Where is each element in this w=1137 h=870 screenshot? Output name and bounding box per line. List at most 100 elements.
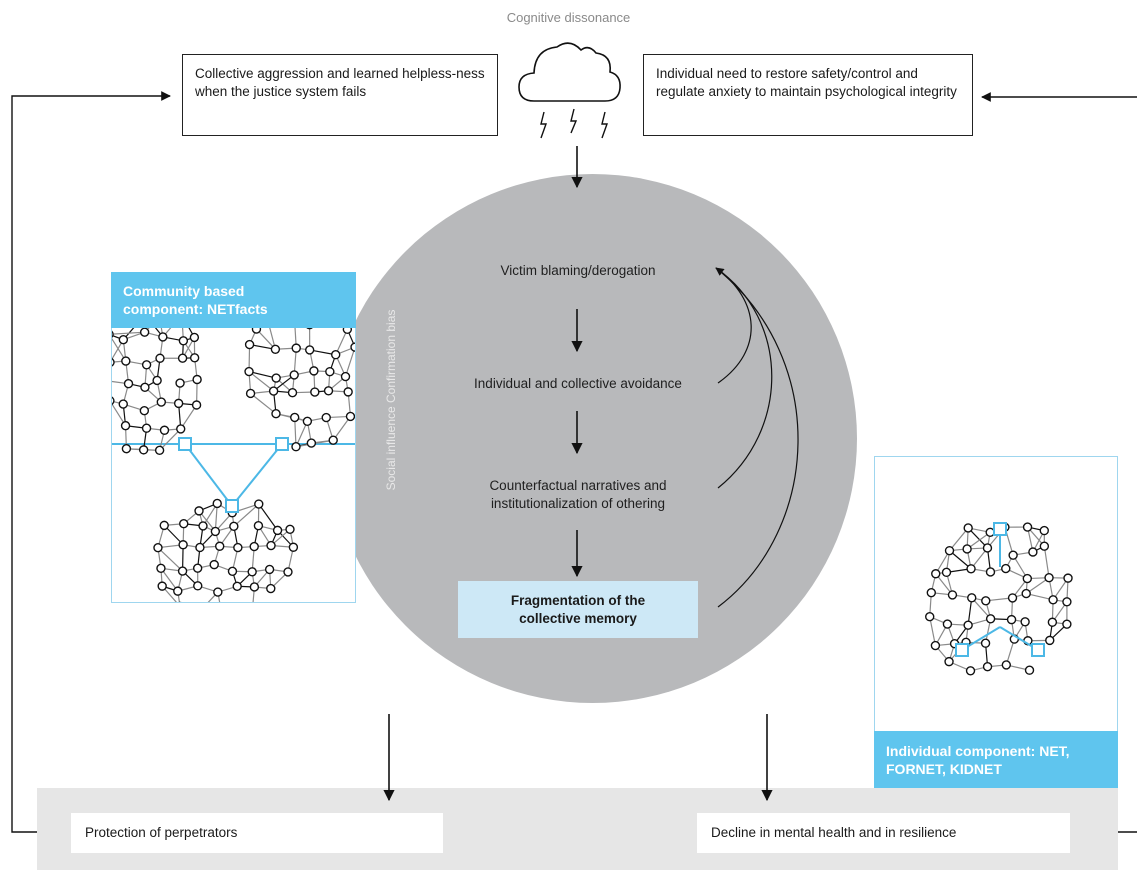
fragmentation-box: Fragmentation of the collective memory (458, 581, 698, 638)
network-link (231, 443, 283, 507)
step-victim-blaming: Victim blaming/derogation (500, 263, 656, 278)
network-node (229, 521, 239, 532)
network-node (1006, 614, 1017, 625)
decline-text: Decline in mental health and in resilien… (711, 825, 957, 840)
network-node (981, 596, 991, 606)
network-node (249, 541, 259, 552)
network-node (266, 540, 276, 551)
network-node (944, 656, 954, 667)
network-node (253, 521, 264, 531)
network-node (141, 360, 152, 370)
network-node (288, 542, 299, 552)
network-node (177, 353, 188, 363)
network-edge (112, 331, 145, 335)
decline-box: Decline in mental health and in resilien… (697, 813, 1070, 853)
network-node (982, 543, 993, 553)
network-node (245, 388, 256, 399)
step-avoidance: Individual and collective avoidance (474, 376, 682, 391)
network-edge (160, 567, 179, 592)
network-node (343, 387, 353, 397)
network-node (963, 523, 973, 533)
network-node (112, 330, 114, 339)
network-node (1047, 617, 1058, 627)
network-node (285, 524, 295, 534)
network-hub (275, 437, 289, 451)
network-node (942, 619, 953, 629)
network-node (930, 640, 941, 651)
network-node (1001, 660, 1012, 670)
network-node (328, 435, 338, 445)
network-node (159, 425, 170, 435)
left-top-box: Collective aggression and learned helple… (182, 54, 498, 136)
network-node (112, 358, 115, 367)
individual-component-title-text: Individual component: NET, FORNET, KIDNE… (886, 742, 1070, 777)
network-node (941, 567, 952, 578)
network-node (271, 373, 281, 383)
network-node (1062, 597, 1072, 607)
step-counterfactual: Counterfactual narratives and institutio… (489, 478, 667, 511)
network-node (291, 343, 301, 353)
network-node (233, 542, 243, 553)
network-node (1001, 563, 1011, 574)
network-node (291, 442, 301, 452)
network-node (209, 559, 219, 570)
network-node (985, 614, 996, 624)
network-node (1063, 573, 1073, 583)
network-node (156, 397, 167, 407)
network-node (289, 370, 299, 380)
network-node (244, 366, 254, 377)
network-node (325, 366, 335, 377)
network-node (189, 353, 200, 363)
network-node (1008, 550, 1018, 560)
network-node (173, 586, 183, 596)
network-node (177, 566, 188, 576)
network-node (159, 520, 169, 531)
right-top-box-text: Individual need to restore safety/contro… (656, 66, 957, 99)
right-top-box: Individual need to restore safety/contro… (643, 54, 973, 136)
network-node (1028, 547, 1038, 557)
network-node (266, 583, 276, 594)
network-node (1048, 595, 1058, 605)
network-node (157, 581, 167, 591)
network-edge (112, 337, 127, 362)
network-node (173, 398, 184, 409)
network-hub (178, 437, 192, 451)
network-node (118, 399, 128, 409)
network-node (120, 420, 131, 431)
network-edge (233, 503, 260, 527)
network-node (154, 445, 165, 456)
network-node (254, 499, 264, 509)
network-node (290, 412, 300, 423)
network-node (1022, 522, 1033, 532)
network-node (304, 345, 315, 355)
storm-cloud-icon (518, 42, 621, 102)
network-node (178, 336, 189, 346)
network-node (982, 662, 993, 672)
network-node (321, 412, 331, 423)
network-edge (929, 616, 936, 646)
network-node (155, 353, 165, 363)
network-edge (180, 404, 198, 430)
network-node (175, 378, 185, 388)
network-link (184, 443, 233, 507)
network-node (195, 542, 205, 553)
network-node (138, 445, 149, 455)
individual-network-graph (925, 522, 1073, 676)
network-node (232, 581, 242, 591)
fragmentation-text: Fragmentation of the collective memory (510, 592, 646, 626)
network-node (198, 521, 208, 531)
network-node (121, 356, 131, 366)
network-edge (971, 597, 992, 620)
network-node (931, 569, 941, 579)
protection-text: Protection of perpetrators (85, 825, 238, 840)
network-node (1039, 525, 1049, 536)
network-node (1045, 635, 1055, 646)
network-node (985, 567, 996, 577)
network-node (179, 519, 189, 529)
network-edge (332, 416, 351, 441)
network-node (944, 545, 955, 556)
network-node (287, 387, 298, 398)
network-node (965, 666, 976, 676)
cognitive-dissonance-label: Cognitive dissonance (506, 10, 631, 25)
